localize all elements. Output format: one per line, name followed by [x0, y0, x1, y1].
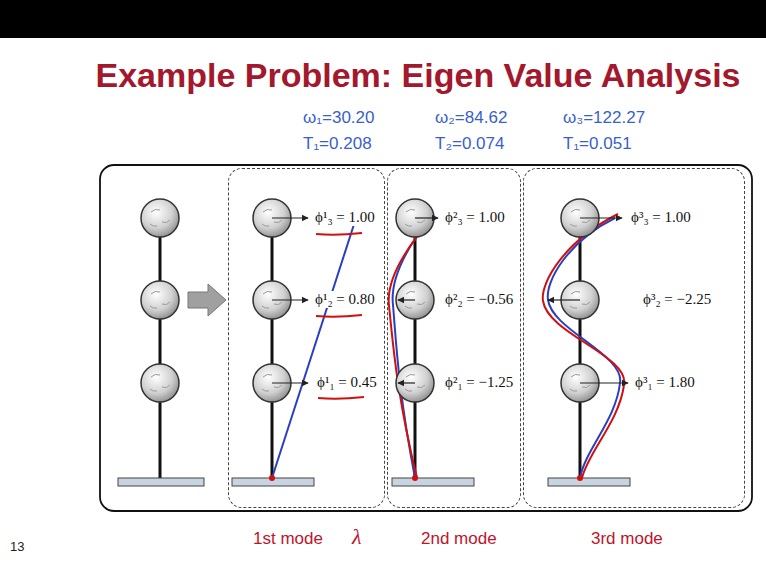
mode-shape-1 — [232, 199, 364, 486]
period-label: T₁=0.051 — [563, 134, 632, 154]
mode-coefficient: ϕ¹₃ = 1.00 — [313, 209, 377, 226]
mode-coefficient: ϕ³₃ = 1.00 — [629, 209, 693, 226]
frequency-label: ω₂=84.62 — [435, 108, 507, 128]
frequency-label: ω₁=30.20 — [303, 108, 374, 128]
frequency-label: ω₃=122.27 — [563, 108, 645, 128]
handwritten-note: λ — [352, 524, 362, 549]
mode-label: 2nd mode — [421, 529, 497, 549]
mode-coefficient: ϕ²₃ = 1.00 — [443, 209, 507, 226]
mode-coefficient: ϕ²₁ = −1.25 — [443, 374, 515, 391]
slide-number: 13 — [10, 540, 24, 555]
mode-panel: ϕ²₃ = 1.00ϕ²₂ = −0.56ϕ²₁ = −1.252nd mode — [387, 168, 521, 508]
undeformed-frame — [118, 199, 226, 486]
slide-title: Example Problem: Eigen Value Analysis — [96, 56, 741, 95]
mode-label: 3rd mode — [591, 529, 663, 549]
mode-panel: ϕ³₃ = 1.00ϕ³₂ = −2.25ϕ³₁ = 1.803rd mode — [523, 168, 745, 508]
mode-coefficient: ϕ¹₁ = 0.45 — [315, 374, 379, 391]
mode-shape-3 — [543, 199, 630, 486]
mode-coefficient: ϕ¹₂ = 0.80 — [313, 291, 377, 308]
period-label: T₂=0.074 — [435, 134, 504, 154]
mode-label: 1st mode — [253, 529, 323, 549]
mode-coefficient: ϕ³₁ = 1.80 — [633, 374, 697, 391]
outer-frame — [100, 165, 752, 511]
mode-coefficient: ϕ³₂ = −2.25 — [641, 291, 713, 308]
mode-shape-2 — [389, 199, 474, 486]
mode-coefficient: ϕ²₂ = −0.56 — [443, 291, 515, 308]
mode-panel: ϕ¹₃ = 1.00ϕ¹₂ = 0.80ϕ¹₁ = 0.451st mode — [228, 168, 385, 508]
period-label: T₁=0.208 — [303, 134, 372, 154]
header-bar — [0, 0, 766, 38]
